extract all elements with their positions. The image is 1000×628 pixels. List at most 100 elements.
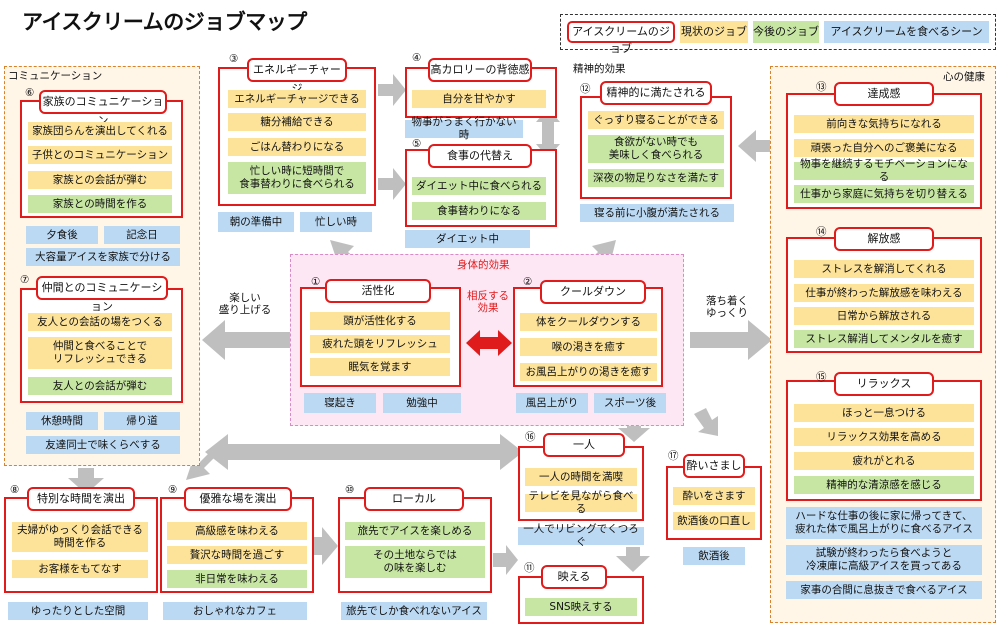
job-10-box xyxy=(338,497,492,593)
job-3-number: ③ xyxy=(229,53,239,65)
arrow-phys-to-comm xyxy=(202,320,290,360)
job-6-number: ⑥ xyxy=(25,87,35,99)
physical-label: 身体的効果 xyxy=(457,259,510,271)
job-15-scene: 試験が終わったら食べようと 冷凍庫に高級アイスを買ってある xyxy=(786,545,982,575)
job-11-item: SNS映えする xyxy=(525,598,637,616)
job-2-scene: スポーツ後 xyxy=(594,393,666,413)
job-7-item: 友人との会話が弾む xyxy=(28,377,172,395)
job-4-scene: 物事がうまく行かない時 xyxy=(405,116,523,141)
job-10-item: その土地ならでは の味を楽しむ xyxy=(345,546,485,578)
job-2-scene: 風呂上がり xyxy=(516,393,588,413)
arrow-16-to-11 xyxy=(616,547,650,572)
job-13-number: ⑬ xyxy=(816,81,827,93)
job-1-scene: 勉強中 xyxy=(383,393,461,413)
arrow-to-17 xyxy=(694,408,718,436)
job-12-item: 深夜の物足りなさを満たす xyxy=(588,169,724,187)
legend-current: 現状のジョブ xyxy=(680,21,748,43)
job-17-number: ⑰ xyxy=(668,450,679,462)
job-16-header: 一人 xyxy=(543,433,625,457)
arrow-4-to-12 xyxy=(536,108,560,158)
job-17-scene: 飲酒後 xyxy=(683,547,745,565)
job-15-header: リラックス xyxy=(834,372,934,396)
job-3-scene: 忙しい時 xyxy=(300,212,372,232)
heart-label: 心の健康 xyxy=(943,71,985,83)
job-7-number: ⑦ xyxy=(20,274,30,286)
job-17-header: 酔いさまし xyxy=(683,454,745,478)
job-1-item: 頭が活性化する xyxy=(310,312,450,330)
opposite-effect-label: 相反する 効果 xyxy=(467,290,509,315)
job-13-item: 前向きな気持ちになれる xyxy=(794,115,974,133)
job-15-number: ⑮ xyxy=(816,371,827,383)
arrow-phys-to-heart xyxy=(690,320,772,360)
job-11-header: 映える xyxy=(541,565,607,589)
job-10-number: ⑩ xyxy=(345,484,355,496)
job-10-item: 旅先でアイスを楽しめる xyxy=(345,522,485,540)
job-16-number: ⑯ xyxy=(525,431,536,443)
job-14-item: 仕事が終わった解放感を味わえる xyxy=(794,284,974,302)
job-14-item: ストレスを解消してくれる xyxy=(794,260,974,278)
job-13-item: 頑張った自分へのご褒美になる xyxy=(794,139,974,157)
arrow-10-to-11b xyxy=(493,545,518,575)
job-8-number: ⑧ xyxy=(10,484,20,496)
job-15-item: 精神的な清涼感を感じる xyxy=(794,476,974,494)
arrow-3-to-4 xyxy=(378,74,406,106)
job-10-scene: 旅先でしか食べれないアイス xyxy=(341,602,487,620)
job-9-scene: おしゃれなカフェ xyxy=(163,602,307,620)
legend-scene: アイスクリームを食べるシーン xyxy=(824,21,989,43)
job-14-item: 日常から解放される xyxy=(794,307,974,325)
job-7-scene: 休憩時間 xyxy=(26,412,98,430)
job-7-item: 仲間と食べることで リフレッシュできる xyxy=(28,337,172,369)
job-12-item: ぐっすり寝ることができる xyxy=(588,111,724,129)
job-1-item: 疲れた頭をリフレッシュ xyxy=(310,335,450,353)
job-4-item: 自分を甘やかす xyxy=(412,90,546,108)
job-7-item: 友人との会話の場をつくる xyxy=(28,313,172,331)
enjoy-label: 楽しい 盛り上げる xyxy=(218,292,272,317)
job-6-item: 家族団らんを演出してくれる xyxy=(28,122,172,140)
job-3-item: 忙しい時に短時間で 食事替わりに食べられる xyxy=(228,162,366,194)
job-5-header: 食事の代替え xyxy=(428,144,532,168)
job-9-item: 非日常を味わえる xyxy=(167,570,307,588)
job-13-item: 仕事から家庭に気持ちを切り替える xyxy=(794,185,974,203)
job-6-scene: 夕食後 xyxy=(26,226,98,244)
job-6-item: 家族との時間を作る xyxy=(28,195,172,213)
job-2-number: ② xyxy=(523,276,533,288)
job-3-scene: 朝の準備中 xyxy=(218,212,294,232)
arrow-bi-horizontal xyxy=(205,434,523,470)
communication-label: コミュニケーション xyxy=(8,70,103,82)
arrow-3-to-5 xyxy=(378,168,406,200)
job-13-item: 物事を継続するモチベーションになる xyxy=(794,158,974,183)
job-9-item: 高級感を味わえる xyxy=(167,522,307,540)
job-11-number: ⑪ xyxy=(524,562,535,574)
job-2-header: クールダウン xyxy=(540,280,646,304)
job-6-item: 子供とのコミュニケーション xyxy=(28,146,172,164)
job-12-number: ⑫ xyxy=(580,83,591,95)
job-12-scene: 寝る前に小腹が満たされる xyxy=(580,204,734,222)
job-16-item: テレビを見ながら食べる xyxy=(525,490,637,515)
job-9-item: 贅沢な時間を過ごす xyxy=(167,546,307,564)
job-2-item: お風呂上がりの渇きを癒す xyxy=(520,363,657,381)
job-8-scene: ゆったりとした空間 xyxy=(8,602,148,620)
job-5-number: ⑤ xyxy=(412,138,422,150)
job-14-item: ストレス解消してメンタルを癒す xyxy=(794,330,974,348)
arrow-to-16 xyxy=(618,420,650,442)
job-16-scene: 一人でリビングでくつろぐ xyxy=(518,523,644,548)
job-13-header: 達成感 xyxy=(834,82,934,106)
job-15-item: リラックス効果を高める xyxy=(794,428,974,446)
legend: アイスクリームのジョブ 現状のジョブ 今後のジョブ アイスクリームを食べるシーン xyxy=(560,14,996,55)
job-16-item: 一人の時間を満喫 xyxy=(525,468,637,486)
job-15-item: 疲れがとれる xyxy=(794,452,974,470)
job-1-header: 活性化 xyxy=(325,279,431,303)
job-15-item: ほっと一息つける xyxy=(794,404,974,422)
mental-label: 精神的効果 xyxy=(573,63,626,75)
job-9-number: ⑨ xyxy=(168,484,178,496)
job-8-item: 夫婦がゆっくり会話できる 時間を作る xyxy=(12,522,148,552)
job-7-scene: 友達同士で味くらべする xyxy=(26,436,180,454)
job-2-item: 喉の渇きを癒す xyxy=(520,338,657,356)
job-15-scene: ハードな仕事の後に家に帰ってきて、 疲れた体で風呂上がりに食べるアイス xyxy=(786,507,982,539)
legend-future: 今後のジョブ xyxy=(753,21,819,43)
job-7-scene: 帰り道 xyxy=(104,412,180,430)
job-4-header: 高カロリーの背徳感 xyxy=(428,58,532,82)
arrow-comm-to-8 xyxy=(68,468,104,494)
job-12-header: 精神的に満たされる xyxy=(600,81,712,105)
